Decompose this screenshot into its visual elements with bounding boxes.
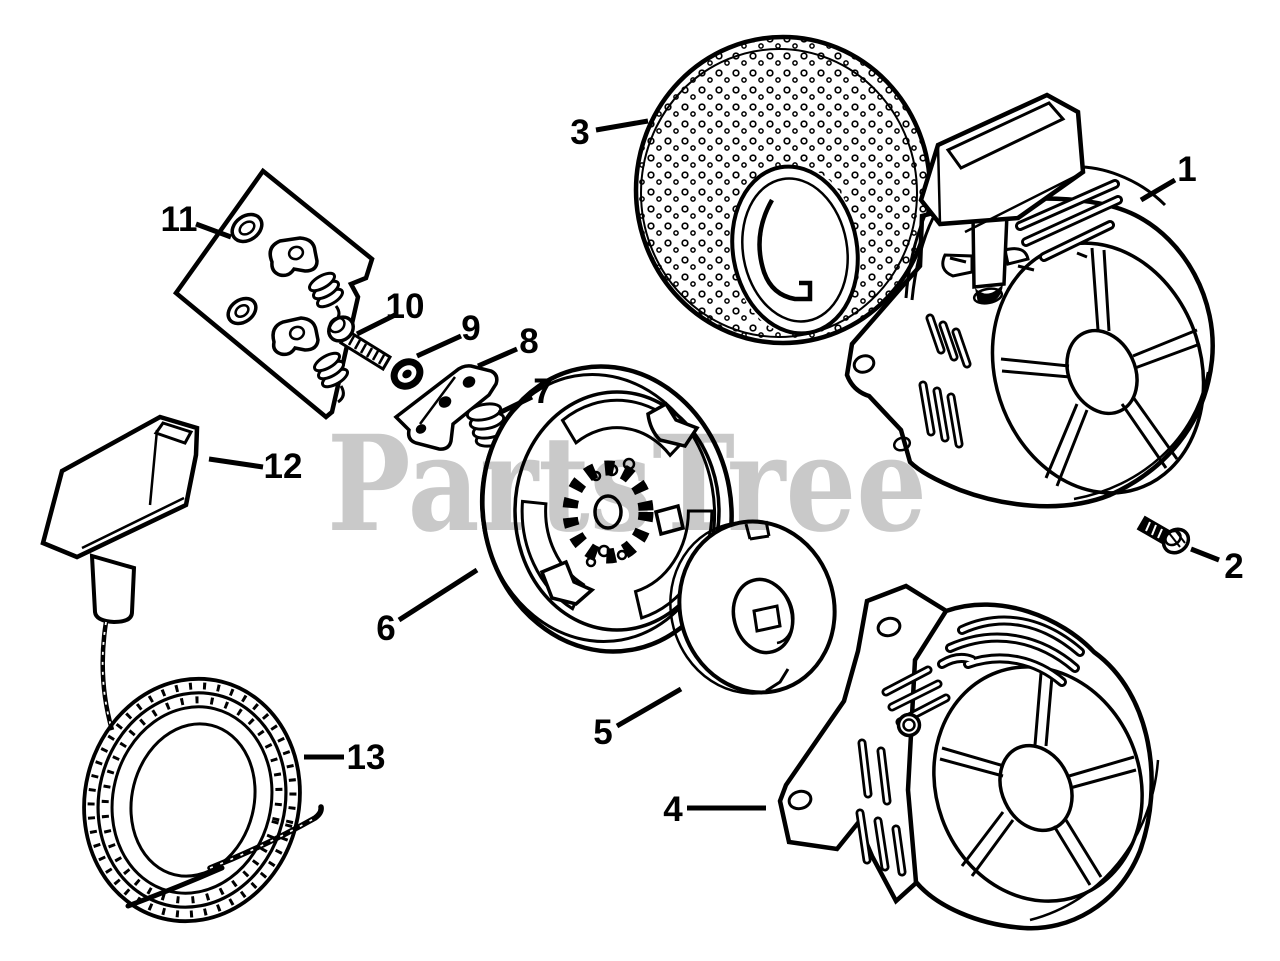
callout-leader-7 (497, 394, 534, 416)
fan-spokes (939, 672, 1137, 886)
fan-spokes (1000, 247, 1201, 487)
housing-face-slots (855, 665, 951, 877)
mount-hole (787, 789, 813, 811)
part-6-pulley (479, 364, 734, 654)
part-11-pawl-kit (172, 167, 375, 420)
callout-leader-6 (397, 567, 479, 623)
callout-leader-3 (595, 118, 649, 133)
callout-leader-2 (1190, 546, 1220, 563)
mount-hole (892, 436, 912, 452)
callout-label-2: 2 (1224, 547, 1243, 586)
starter-shaft (941, 212, 1088, 305)
hub-bore (593, 494, 623, 530)
part-12-handle (40, 414, 200, 731)
callout-label-3: 3 (570, 113, 589, 152)
callout-label-5: 5 (593, 713, 612, 752)
callout-leader-11 (195, 221, 232, 240)
rope-eyelet (896, 712, 922, 738)
cam-key (752, 604, 782, 633)
pawl (271, 316, 320, 357)
mount-hole (876, 616, 902, 638)
callout-label-7: 7 (533, 372, 552, 411)
callout-label-13: 13 (347, 738, 386, 777)
callout-label-4: 4 (663, 790, 683, 829)
callout-label-12: 12 (264, 447, 303, 486)
part-5-friction-plate (669, 519, 837, 695)
callout-labels: 1 2 3 4 5 6 7 8 9 10 11 12 13 (161, 113, 1244, 829)
partstree-watermark: PartsTree (327, 407, 927, 562)
part-10-bolt (327, 315, 393, 372)
callout-label-9: 9 (461, 309, 480, 348)
part-3-debris-screen (633, 34, 933, 346)
part-9-washer (390, 358, 424, 390)
callout-label-1: 1 (1177, 150, 1196, 189)
callout-label-10: 10 (386, 287, 425, 326)
screen-spring-hook (757, 198, 813, 302)
callout-label-6: 6 (376, 609, 395, 648)
callout-leader-10 (355, 312, 397, 337)
callout-leader-8 (477, 346, 518, 369)
callout-leader-12 (208, 456, 264, 470)
callout-label-8: 8 (519, 322, 538, 361)
part-1-starter-assembly (844, 92, 1215, 509)
callout-leaders (195, 118, 1220, 811)
starter-handle-top (918, 92, 1086, 234)
callout-label-11: 11 (161, 200, 198, 239)
housing-louvers-top (937, 615, 1085, 687)
mount-hole (852, 354, 876, 374)
pawl-stop (653, 503, 686, 537)
part-4-starter-housing (777, 583, 1160, 931)
housing-face-slots (918, 313, 972, 449)
pawl-stop (539, 559, 596, 606)
callout-leader-1 (1139, 177, 1177, 203)
pawl (268, 236, 319, 278)
handle-grip (89, 553, 137, 625)
pawl-stop (646, 401, 700, 448)
part-13-rope-coil (82, 676, 324, 924)
callout-leader-5 (615, 686, 683, 729)
part-2-screw (1136, 515, 1191, 555)
housing-louvers-top (1015, 179, 1123, 262)
callout-leader-9 (415, 333, 463, 359)
